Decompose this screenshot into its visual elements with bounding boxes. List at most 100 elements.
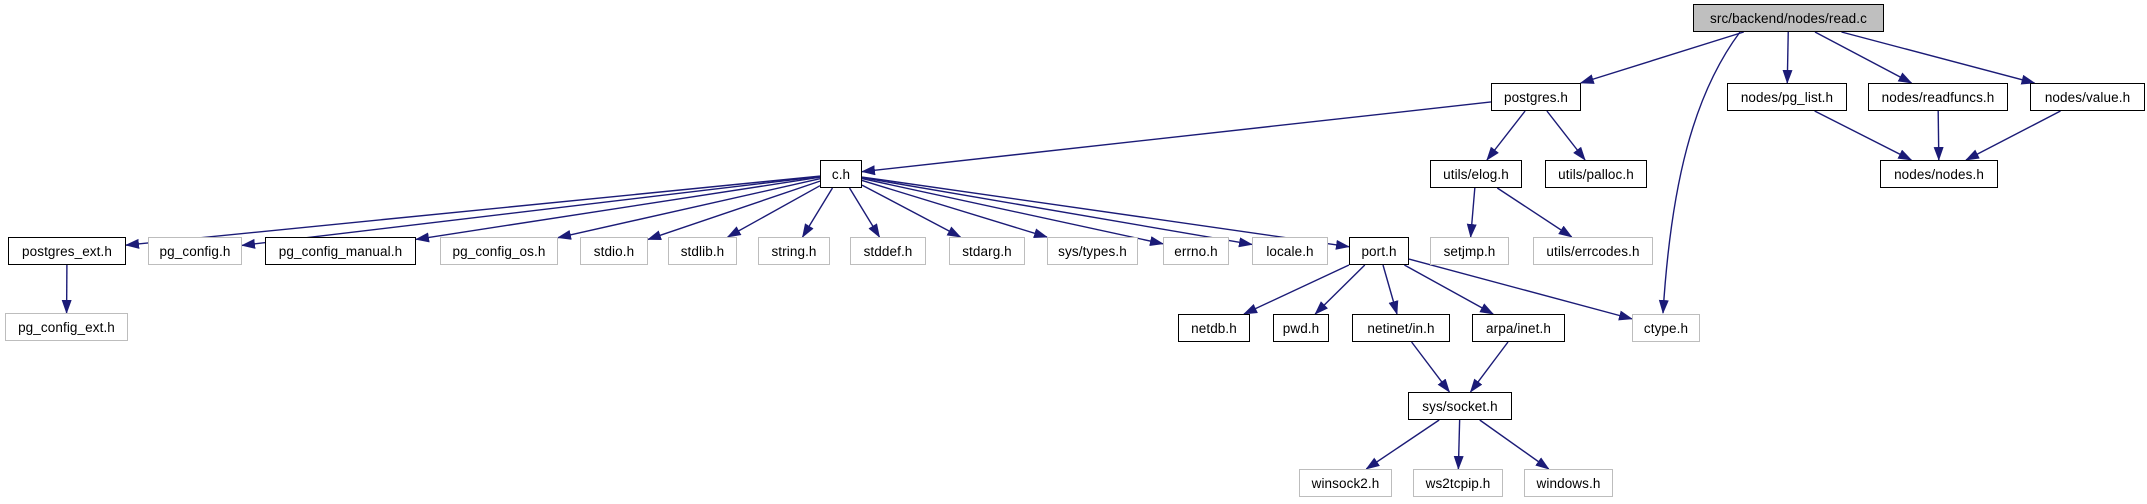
edge-port-h-to-netinet-in-h (1382, 264, 1399, 315)
node-postgres-h[interactable]: postgres.h (1491, 83, 1581, 111)
edge-c-h-to-pg-config-h (241, 175, 821, 249)
node-sys-types-h: sys/types.h (1047, 237, 1138, 265)
node-label: ws2tcpip.h (1425, 475, 1491, 491)
node-label: stdarg.h (962, 243, 1012, 259)
node-label: nodes/nodes.h (1894, 166, 1984, 182)
edge-c-h-to-string-h (801, 187, 834, 238)
edge-netinet-in-h-to-sys-socket-h (1411, 341, 1451, 393)
node-stdio-h: stdio.h (580, 237, 648, 265)
node-netdb-h[interactable]: netdb.h (1178, 314, 1250, 342)
edge-c-h-to-stdio-h (647, 180, 821, 241)
node-ctype-h: ctype.h (1632, 314, 1700, 342)
node-label: utils/palloc.h (1558, 166, 1634, 182)
node-label: nodes/pg_list.h (1740, 89, 1834, 105)
node-label: utils/elog.h (1443, 166, 1509, 182)
node-ws2tcpip-h: ws2tcpip.h (1413, 469, 1503, 497)
node-c-h[interactable]: c.h (820, 160, 862, 188)
node-label: port.h (1361, 243, 1397, 259)
node-label: sys/socket.h (1422, 398, 1498, 414)
node-label: pwd.h (1282, 320, 1320, 336)
node-arpa-inet-h[interactable]: arpa/inet.h (1472, 314, 1565, 342)
node-label: pg_config_manual.h (278, 243, 403, 259)
node-pg-config-ext-h: pg_config_ext.h (5, 313, 128, 341)
node-pg-list-h[interactable]: nodes/pg_list.h (1727, 83, 1847, 111)
node-label: ctype.h (1643, 320, 1689, 336)
node-stdarg-h: stdarg.h (949, 237, 1025, 265)
node-label: string.h (771, 243, 817, 259)
node-label: setjmp.h (1443, 243, 1496, 259)
node-string-h: string.h (758, 237, 830, 265)
edge-elog-h-to-errcodes-h (1496, 187, 1573, 238)
edge-read-c-to-readfuncs-h (1814, 31, 1913, 84)
node-label: pg_config.h (159, 243, 231, 259)
node-winsock2-h: winsock2.h (1299, 469, 1392, 497)
node-label: utils/errcodes.h (1546, 243, 1640, 259)
node-sys-socket-h[interactable]: sys/socket.h (1408, 392, 1512, 420)
node-label: winsock2.h (1311, 475, 1380, 491)
node-netinet-in-h[interactable]: netinet/in.h (1352, 314, 1450, 342)
node-label: locale.h (1266, 243, 1314, 259)
edge-sys-socket-h-to-windows-h (1479, 419, 1550, 470)
node-pg-config-h: pg_config.h (148, 237, 242, 265)
edge-read-c-to-pg-list-h (1782, 31, 1793, 84)
node-value-h[interactable]: nodes/value.h (2030, 83, 2145, 111)
node-elog-h[interactable]: utils/elog.h (1430, 160, 1522, 188)
node-label: postgres.h (1503, 89, 1569, 105)
node-nodes-h[interactable]: nodes/nodes.h (1880, 160, 1998, 188)
node-errno-h: errno.h (1163, 237, 1229, 265)
node-label: sys/types.h (1058, 243, 1127, 259)
edge-postgres-h-to-c-h (861, 101, 1492, 176)
node-label: postgres_ext.h (22, 243, 112, 259)
node-label: windows.h (1536, 475, 1601, 491)
node-label: pg_config_os.h (452, 243, 546, 259)
edge-c-h-to-pg-config-manual-h (415, 176, 821, 243)
edge-c-h-to-locale-h (861, 176, 1253, 248)
edge-c-h-to-sys-types-h (861, 179, 1048, 239)
node-label: nodes/readfuncs.h (1881, 89, 1995, 105)
edge-c-h-to-postgres-ext-h (125, 175, 821, 249)
node-read-c: src/backend/nodes/read.c (1693, 4, 1884, 32)
node-port-h[interactable]: port.h (1349, 237, 1409, 265)
node-readfuncs-h[interactable]: nodes/readfuncs.h (1868, 83, 2008, 111)
node-stddef-h: stddef.h (850, 237, 926, 265)
edge-readfuncs-h-to-nodes-h (1933, 110, 1944, 161)
node-pwd-h[interactable]: pwd.h (1273, 314, 1329, 342)
edge-elog-h-to-setjmp-h (1466, 187, 1477, 238)
edge-arpa-inet-h-to-sys-socket-h (1469, 341, 1509, 393)
node-windows-h: windows.h (1524, 469, 1613, 497)
node-label: src/backend/nodes/read.c (1710, 10, 1867, 26)
node-stdlib-h: stdlib.h (668, 237, 737, 265)
edge-postgres-h-to-elog-h (1486, 110, 1526, 161)
node-label: errno.h (1174, 243, 1218, 259)
node-label: arpa/inet.h (1486, 320, 1551, 336)
edge-read-c-to-postgres-h (1579, 31, 1744, 84)
edge-port-h-to-ctype-h (1408, 258, 1633, 321)
edge-pg-list-h-to-nodes-h (1814, 110, 1913, 161)
edge-port-h-to-netdb-h (1243, 264, 1350, 315)
edge-value-h-to-nodes-h (1965, 110, 2061, 161)
node-label: netdb.h (1191, 320, 1237, 336)
edge-c-h-to-stddef-h (848, 187, 881, 238)
node-label: stddef.h (863, 243, 913, 259)
node-postgres-ext-h[interactable]: postgres_ext.h (8, 237, 126, 265)
edge-postgres-h-to-palloc-h (1546, 110, 1586, 161)
node-label: nodes/value.h (2044, 89, 2131, 105)
edge-port-h-to-arpa-inet-h (1404, 264, 1495, 315)
node-pg-config-manual-h[interactable]: pg_config_manual.h (265, 237, 416, 265)
node-locale-h: locale.h (1252, 237, 1328, 265)
edge-port-h-to-pwd-h (1314, 264, 1366, 315)
node-label: stdlib.h (680, 243, 725, 259)
edge-c-h-to-pg-config-os-h (557, 178, 821, 240)
edge-sys-socket-h-to-winsock2-h (1365, 419, 1440, 470)
edge-read-c-to-value-h (1841, 31, 2036, 85)
node-pg-config-os-h: pg_config_os.h (440, 237, 558, 265)
edge-c-h-to-errno-h (861, 177, 1164, 246)
node-errcodes-h: utils/errcodes.h (1533, 237, 1653, 265)
node-label: stdio.h (593, 243, 635, 259)
node-label: c.h (831, 166, 851, 182)
edge-read-c-to-ctype-h (1658, 31, 1741, 314)
node-palloc-h[interactable]: utils/palloc.h (1545, 160, 1647, 188)
